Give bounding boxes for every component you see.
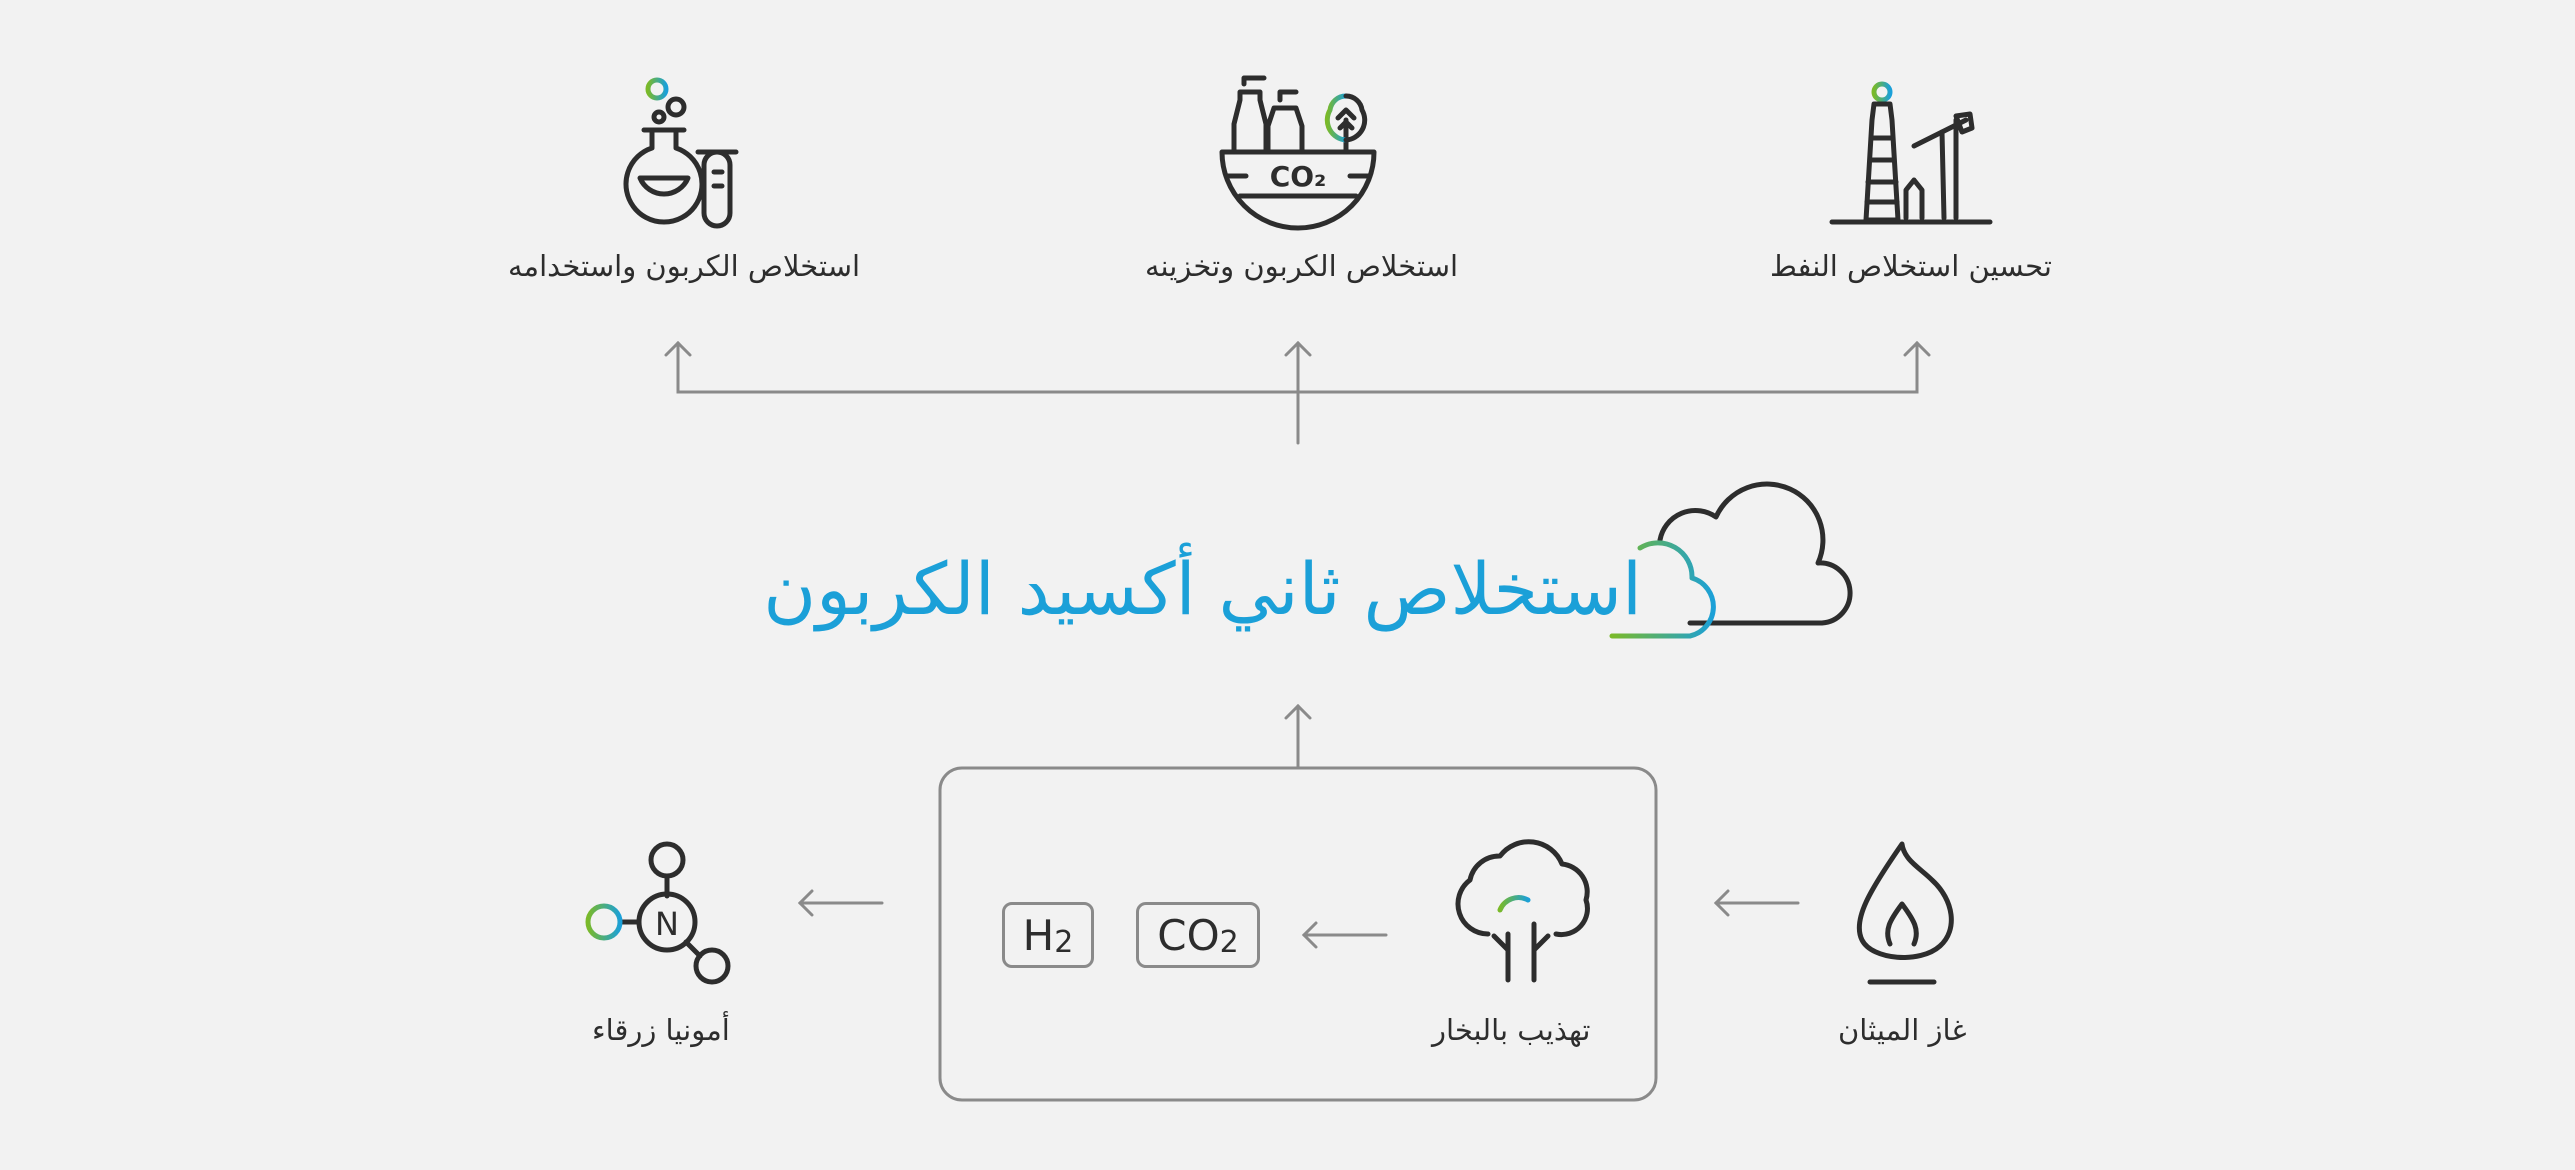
cloud-icon <box>1609 481 1853 639</box>
result-label: أمونيا زرقاء <box>592 1013 730 1047</box>
output-label-utilization: استخلاص الكربون واستخدامه <box>508 249 861 283</box>
flame-icon <box>1856 841 1954 985</box>
chemistry-flask-icon <box>623 77 739 229</box>
arrow-head-left <box>664 340 692 357</box>
co2-storage-icon <box>1219 75 1377 231</box>
distribution-connector <box>664 340 1931 445</box>
diagram-title: استخلاص ثاني أكسيد الكربون <box>763 547 1642 631</box>
ammonia-molecule-icon <box>585 841 731 985</box>
co2-chip-sub: 2 <box>1219 924 1239 960</box>
output-label-enhanced-oil-recovery: تحسين استخلاص النفط <box>1770 249 2052 283</box>
reforming-label: تهذيب بالبخار <box>1432 1013 1591 1047</box>
co2-chip-base: CO <box>1157 910 1220 960</box>
arrow-head-center <box>1284 340 1312 357</box>
co2-storage-icon-label: CO₂ <box>1270 160 1327 193</box>
h2-chip-sub: 2 <box>1054 924 1074 960</box>
steam-cloud-icon <box>1455 839 1590 983</box>
output-label-storage: استخلاص الكربون وتخزينه <box>1145 249 1459 283</box>
ammonia-atom-label: N <box>655 905 679 943</box>
h2-chip-base: H <box>1022 910 1055 960</box>
process-box <box>938 766 1658 1102</box>
process-connectors <box>797 703 1800 1102</box>
arrow-head-right <box>1903 340 1931 357</box>
oil-derrick-pump-icon <box>1829 81 1993 225</box>
source-label: غاز الميثان <box>1838 1013 1967 1047</box>
